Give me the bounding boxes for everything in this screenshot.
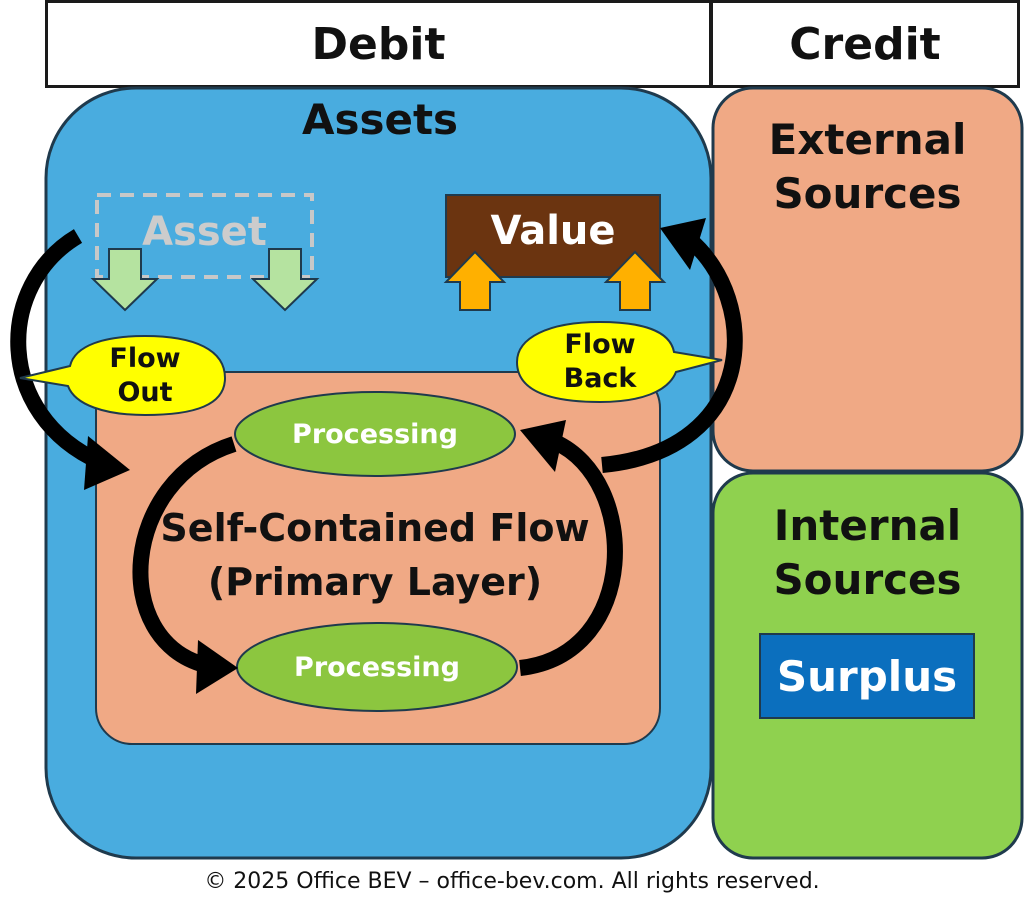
curved-arrow-icon	[196, 640, 238, 694]
processing-bottom-label: Processing	[237, 643, 517, 691]
debit-label: Debit	[311, 18, 446, 70]
flow-out-line1: Flow	[109, 343, 181, 374]
assets-title: Assets	[250, 92, 510, 146]
flow-out-line2: Out	[117, 377, 173, 408]
assets-title-text: Assets	[301, 94, 459, 144]
primary-layer-title-line2: (Primary Layer)	[207, 560, 543, 604]
processing-bottom-ellipse	[236, 622, 518, 712]
external-sources-label: External Sources	[713, 112, 1022, 222]
processing-top-label: Processing	[235, 410, 515, 458]
asset-dashed-box	[95, 193, 314, 279]
internal-sources-label: Internal Sources	[713, 498, 1022, 608]
processing-top-text: Processing	[292, 418, 458, 450]
block-arrow-down-icon	[90, 248, 160, 312]
flow-out-callout	[19, 334, 227, 417]
block-arrow-up-icon	[443, 250, 507, 311]
value-label: Value	[446, 198, 660, 264]
asset-label-text: Asset	[142, 209, 267, 255]
internal-line1: Internal	[773, 501, 962, 550]
curved-arrow-icon	[84, 436, 130, 490]
credit-label: Credit	[789, 18, 941, 70]
external-line1: External	[768, 115, 967, 164]
asset-label: Asset	[97, 200, 312, 264]
debit-header: Debit	[45, 0, 712, 88]
curved-arrow-icon	[660, 218, 706, 270]
processing-bottom-text: Processing	[294, 651, 460, 683]
flow-back-callout	[515, 320, 723, 404]
internal-line2: Sources	[773, 555, 962, 604]
primary-layer-title-line1: Self-Contained Flow	[160, 506, 590, 550]
surplus-label: Surplus	[776, 651, 958, 701]
primary-layer-title: Self-Contained Flow (Primary Layer)	[120, 498, 630, 612]
curved-arrow-icon	[601, 233, 743, 473]
external-line2: Sources	[773, 169, 962, 218]
processing-top-ellipse	[234, 391, 516, 477]
flow-out-label: Flow Out	[85, 338, 205, 414]
curved-arrow-icon	[518, 434, 623, 676]
flow-back-line1: Flow	[564, 329, 636, 360]
curved-arrow-icon	[132, 436, 237, 673]
flow-back-label: Flow Back	[538, 324, 662, 400]
surplus-box: Surplus	[759, 633, 975, 719]
curved-arrow-icon	[520, 420, 566, 472]
block-arrow-up-icon	[603, 250, 667, 311]
curved-arrow-icon	[10, 229, 104, 470]
flow-back-line2: Back	[563, 363, 637, 394]
value-label-text: Value	[490, 208, 616, 254]
copyright-text: © 2025 Office BEV – office-bev.com. All …	[204, 869, 820, 894]
copyright-footer: © 2025 Office BEV – office-bev.com. All …	[0, 862, 1024, 902]
primary-layer-box	[95, 371, 661, 745]
block-arrow-down-icon	[250, 248, 320, 312]
